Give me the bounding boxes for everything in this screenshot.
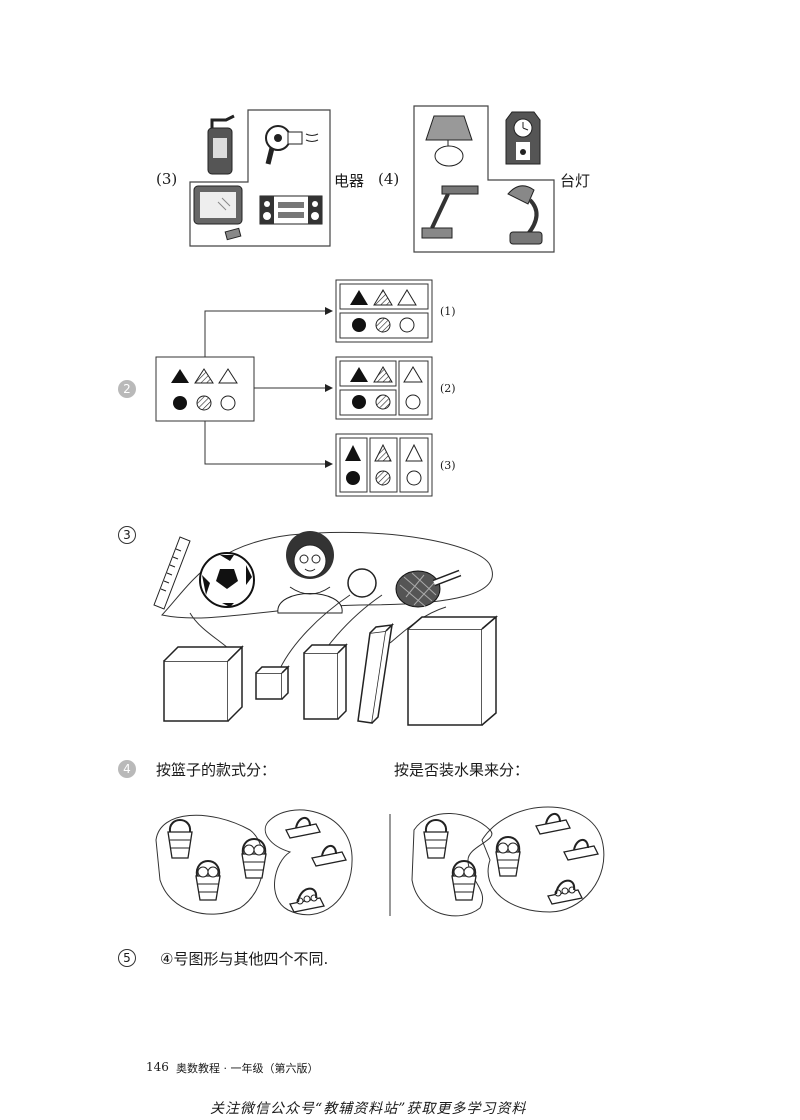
cube-large-icon xyxy=(163,645,244,722)
item-4-number: (4) xyxy=(378,170,400,188)
item-3-label: 电器 xyxy=(334,172,365,190)
section-3-badge: 3 xyxy=(118,526,136,544)
branch-label-3: (3) xyxy=(440,459,456,472)
football-icon xyxy=(199,552,255,608)
right-grouping-title: 按是否装水果来分： xyxy=(394,761,530,779)
basket-sorting-figure xyxy=(155,806,605,917)
section-5-answer: ④号图形与其他四个不同. xyxy=(160,950,329,968)
table-lamp-icon xyxy=(425,115,473,167)
fruit-basket-icon xyxy=(451,860,477,901)
basket-icon xyxy=(167,819,193,859)
hair-dryer-icon xyxy=(265,125,319,165)
fruit-basket-icon xyxy=(195,860,221,901)
tray-basket-icon xyxy=(563,838,599,861)
stereo-icon xyxy=(259,195,323,225)
section-2-badge: 2 xyxy=(118,380,136,398)
tv-icon xyxy=(193,185,243,241)
fruit-basket-icon xyxy=(495,836,521,877)
branch-box-1 xyxy=(335,279,433,343)
cuboid-large-icon xyxy=(407,615,499,726)
tray-basket-icon xyxy=(285,816,321,839)
shape-tree-diagram xyxy=(155,279,433,497)
doll-icon xyxy=(277,531,343,614)
right-grouping xyxy=(411,806,605,917)
lamp-group xyxy=(413,105,555,253)
appliance-group xyxy=(189,109,331,247)
cuboid-icon xyxy=(303,643,348,720)
fruit-tray-basket-icon xyxy=(547,879,583,905)
page-number: 146 xyxy=(146,1060,169,1074)
fruit-tray-basket-icon xyxy=(289,887,325,913)
tray-basket-icon xyxy=(535,812,571,835)
fire-extinguisher-icon xyxy=(207,114,235,175)
branch-box-2 xyxy=(335,356,433,420)
long-cuboid-icon xyxy=(357,622,395,724)
clock-icon xyxy=(505,111,541,165)
table-tennis-paddle-icon xyxy=(395,569,462,608)
basket-icon xyxy=(423,819,449,859)
book-title: 奥数教程 · 一年级（第六版） xyxy=(176,1062,319,1075)
swing-lamp-icon xyxy=(507,185,543,245)
section-5-badge: 5 xyxy=(118,949,136,967)
item-3-number: (3) xyxy=(156,170,178,188)
left-grouping-title: 按篮子的款式分： xyxy=(156,761,277,779)
branch-label-1: (1) xyxy=(440,305,456,318)
ball-icon xyxy=(347,568,377,598)
section-4-badge: 4 xyxy=(118,760,136,778)
branch-box-3 xyxy=(335,433,433,497)
ruler-icon xyxy=(153,536,191,610)
left-grouping xyxy=(155,809,353,916)
watermark-text: 关注微信公众号“教辅资料站”获取更多学习资料 xyxy=(210,1101,527,1117)
objects-and-solids-figure xyxy=(153,531,499,726)
cube-small-icon xyxy=(255,665,290,700)
fruit-basket-icon xyxy=(241,838,267,879)
tray-basket-icon xyxy=(311,844,347,867)
source-box xyxy=(155,356,255,422)
item-4-label: 台灯 xyxy=(560,172,591,190)
desk-lamp-icon xyxy=(421,185,479,239)
branch-label-2: (2) xyxy=(440,382,456,395)
